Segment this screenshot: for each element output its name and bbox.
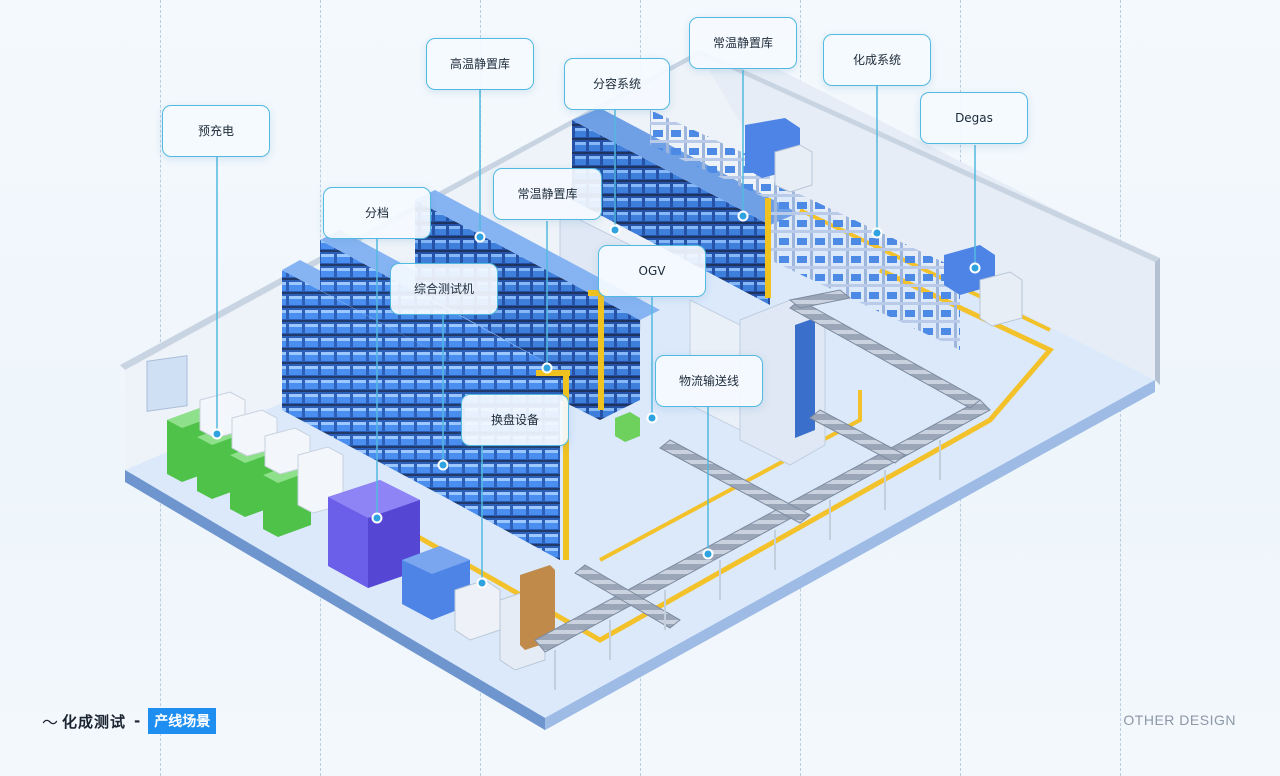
callout-label: 分容系统 <box>592 77 641 91</box>
callout-label: 物流输送线 <box>678 374 739 388</box>
stacker-crane <box>563 370 569 560</box>
wave-icon: 〜 <box>42 713 59 732</box>
wall-window <box>146 355 188 412</box>
callout-logistics-line: 物流输送线 <box>655 355 763 407</box>
rack-capacity-system <box>572 120 770 305</box>
callout-label: 常温静置库 <box>712 36 773 50</box>
ogv-unit <box>615 412 640 442</box>
tray-stack <box>520 565 555 650</box>
callout-label: 预充电 <box>197 124 234 138</box>
callout-dots <box>211 210 981 589</box>
callout-ogv: OGV <box>598 245 706 297</box>
callout-high-temp-static: 高温静置库 <box>426 38 534 90</box>
callout-tray-changer: 换盘设备 <box>461 394 569 446</box>
callout-label: 高温静置库 <box>449 57 510 71</box>
callout-integrated-tester: 综合测试机 <box>390 263 498 315</box>
callout-precharge: 预充电 <box>162 105 270 157</box>
callout-leaders <box>216 70 976 583</box>
callout-normal-temp-static-top: 常温静置库 <box>689 17 797 69</box>
callout-formation-system: 化成系统 <box>823 34 931 86</box>
callout-label: 常温静置库 <box>517 187 578 201</box>
callout-label: 综合测试机 <box>413 282 474 296</box>
callout-degas: Degas <box>920 92 1028 144</box>
precharge-units <box>167 391 344 537</box>
callout-label: OGV <box>638 264 666 278</box>
formation-frames <box>770 180 960 350</box>
rack-block-rear <box>415 200 640 420</box>
back-wall-right <box>700 55 1155 380</box>
callout-label: Degas <box>955 111 993 125</box>
footer-title: 化成测试 <box>62 712 127 731</box>
rack-block-left <box>282 270 450 500</box>
callout-grading: 分档 <box>323 187 431 239</box>
callout-capacity-system: 分容系统 <box>564 58 670 110</box>
callout-label: 换盘设备 <box>490 413 539 427</box>
footer-dash: - <box>134 712 141 730</box>
brand-text: OTHER DESIGN <box>1123 712 1236 728</box>
floor <box>125 190 1155 718</box>
callout-label: 分档 <box>364 206 389 220</box>
logistics-conveyor <box>534 289 991 653</box>
footer-caption: 〜 化成测试 - 产线场景 <box>42 708 217 734</box>
callout-normal-temp-static-mid: 常温静置库 <box>493 168 602 220</box>
callout-label: 化成系统 <box>852 53 901 67</box>
footer-tag: 产线场景 <box>148 708 217 734</box>
